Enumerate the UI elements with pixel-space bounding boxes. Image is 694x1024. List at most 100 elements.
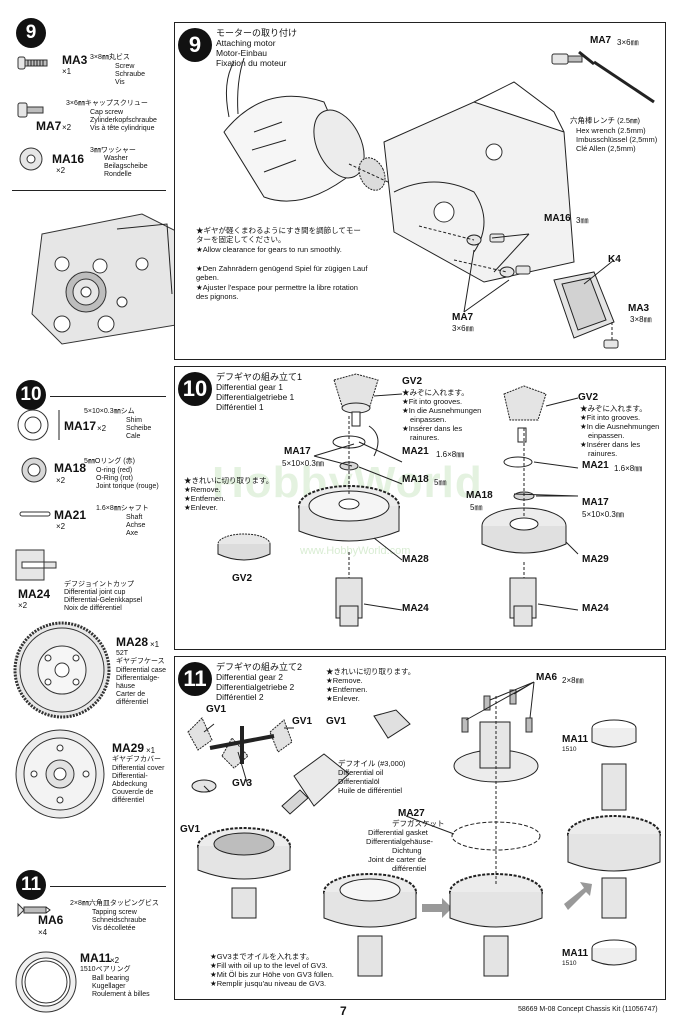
label-ma11-top: MA11: [562, 734, 589, 745]
part-qty: ×1: [62, 67, 72, 76]
step11-remove-jp: ★きれいに切り取ります。: [326, 667, 416, 676]
label-ma7-bottom-size: 3×6㎜: [452, 324, 474, 333]
label-ma17-right-size: 5×10×0.3㎜: [582, 510, 624, 519]
part-size: ギヤデフカバー: [112, 756, 161, 763]
part-name: Vis décolletée: [92, 925, 136, 932]
part-qty: ×4: [38, 928, 48, 937]
step-number: 10: [182, 376, 208, 401]
part-code: MA29: [112, 741, 145, 755]
part-name: Kugellager: [92, 983, 126, 990]
part-name: Axe: [126, 530, 139, 537]
part-size: 3×8㎜丸ビス: [90, 54, 130, 61]
cap-screw-ma7-icon: [17, 102, 44, 118]
part-name: Differential-Gelenkkapsel: [64, 597, 143, 604]
step10-title-fr: Différentiel 1: [216, 402, 264, 412]
diff-gear2-illustration: [187, 681, 661, 977]
shim-edge-icon: [58, 410, 60, 440]
step9-title-de: Motor-Einbau: [216, 48, 268, 58]
part-qty: ×2: [56, 476, 66, 485]
part-qty: ×2: [18, 601, 28, 610]
label-ma6: MA6: [536, 672, 558, 683]
label-ma21-size: 1.6×8㎜: [436, 450, 465, 459]
divider: [50, 886, 166, 887]
label-gv1-c: GV1: [180, 824, 201, 835]
part-name: Ball bearing: [92, 975, 129, 982]
step-number: 10: [20, 384, 42, 405]
oil-note-en: Differential oil: [338, 768, 384, 777]
step10-badge: 10: [178, 372, 212, 406]
gv2-note-de2: einpassen.: [410, 415, 447, 424]
part-qty: ×2: [110, 956, 120, 965]
part-name: Differential cover: [112, 765, 165, 772]
hex-wrench-jp: 六角棒レンチ (2.5㎜): [570, 116, 641, 125]
remove-note-en: ★Remove.: [184, 485, 221, 494]
part-name: Achse: [126, 522, 146, 529]
step9-title-en: Attaching motor: [216, 38, 276, 48]
part-name: Couvercle de: [112, 789, 154, 796]
part-name: Joint torique (rouge): [96, 483, 159, 490]
label-gv2-top: GV2: [402, 376, 423, 387]
label-ma16: MA16: [544, 213, 571, 224]
label-ma18: MA18: [402, 474, 429, 485]
part-name: différentiel: [116, 699, 149, 706]
step11-title-fr: Différentiel 2: [216, 692, 264, 702]
label-ma11-top-size: 1510: [562, 746, 577, 753]
label-gv1-a: GV1: [206, 704, 227, 715]
label-ma24-right: MA24: [582, 603, 609, 614]
step11-badge: 11: [178, 662, 212, 696]
part-name: Differential case: [116, 667, 167, 674]
part-code: MA21: [54, 508, 87, 522]
gasket-fr2: différentiel: [392, 864, 427, 873]
diff-gear1-illustration: [217, 373, 579, 627]
part-name: Roulement à billes: [92, 991, 150, 998]
part-code: MA16: [52, 152, 85, 166]
step11-remove-fr: ★Enlever.: [326, 694, 360, 703]
gv2-note-fr2: rainures.: [410, 433, 440, 442]
label-ma17-size: 5×10×0.3㎜: [282, 459, 324, 468]
gv3-note-en: ★Fill with oil up to the level of GV3.: [210, 961, 328, 970]
step10-title-jp: デフギヤの組み立て1: [216, 372, 303, 382]
part-size: 1510ベアリング: [80, 966, 131, 973]
label-gv1-d: GV1: [326, 716, 347, 727]
part-name: Shaft: [126, 514, 143, 521]
part-size: 5㎜Oリング (赤): [84, 458, 135, 465]
gearbox-detail-illustration: [31, 213, 183, 345]
part-name: Shim: [126, 417, 142, 424]
divider: [12, 190, 166, 191]
hex-wrench-de: Imbusschlüssel (2,5mm): [576, 135, 658, 144]
part-code: MA18: [54, 461, 87, 475]
gv2-note-jp: ★みぞに入れます。: [402, 388, 469, 397]
part-name: O-ring (red): [96, 467, 133, 474]
oil-note-de: Differentialöl: [338, 777, 380, 786]
part-name: Washer: [104, 155, 128, 162]
gv2-note-de: ★In die Ausnehmungen: [402, 406, 482, 415]
gv2-right-note-fr: ★Insérer dans les: [580, 440, 641, 449]
watermark-url: www.HobbyWorld.com: [300, 545, 411, 557]
step11-title-en: Differential gear 2: [216, 672, 283, 682]
step9-parts-badge: 9: [16, 18, 46, 48]
part-name: Cale: [126, 433, 141, 440]
label-gv1-b: GV1: [292, 716, 313, 727]
page-number: 7: [340, 1004, 347, 1018]
part-name: Differential joint cup: [64, 589, 126, 596]
part-name: Differential-: [112, 773, 148, 780]
remove-note-de: ★Entfernen.: [184, 494, 226, 503]
part-code: MA3: [62, 53, 88, 67]
label-gv2-left: GV2: [232, 573, 253, 584]
step9-note-en: ★Allow clearance for gears to run smooth…: [196, 245, 342, 254]
label-ma17-right: MA17: [582, 497, 609, 508]
label-ma11-bottom: MA11: [562, 948, 589, 959]
label-gv2-right: GV2: [578, 392, 599, 403]
step10-title-en: Differential gear 1: [216, 382, 283, 392]
part-name: Carter de: [116, 691, 146, 698]
part-name: häuse: [116, 683, 136, 690]
step10-parts-badge: 10: [16, 380, 46, 410]
o-ring-ma18-icon: [21, 457, 47, 483]
joint-cup-ma24-icon: [15, 549, 57, 581]
diff-case-ma28-icon: [13, 621, 111, 719]
label-ma18-right-size: 5㎜: [470, 503, 483, 512]
step-number: 9: [188, 32, 202, 57]
part-name: Schneidschraube: [92, 917, 147, 924]
part-code: MA7: [36, 119, 62, 133]
gv2-note-fr: ★Insérer dans les: [402, 424, 463, 433]
